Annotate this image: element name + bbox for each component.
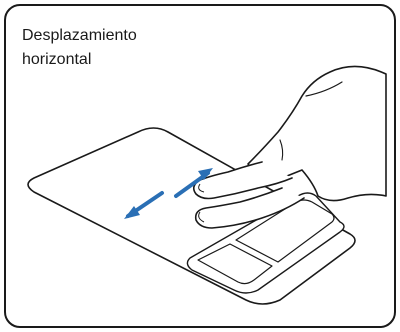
scroll-arrow-right-head — [198, 168, 213, 180]
hand-thumb — [305, 81, 343, 97]
hand-middle-finger — [194, 187, 305, 229]
scroll-arrow-left-head — [124, 206, 140, 219]
fingernail-index — [198, 183, 205, 193]
caption-line-1: Desplazamiento — [22, 27, 137, 44]
caption: Desplazamiento horizontal — [22, 24, 137, 72]
caption-line-2: horizontal — [22, 51, 92, 68]
fingernail-middle — [198, 211, 205, 223]
hand-index-finger — [192, 161, 293, 200]
touchpad-left-button — [197, 243, 273, 285]
hand-knuckle-line — [279, 139, 284, 161]
